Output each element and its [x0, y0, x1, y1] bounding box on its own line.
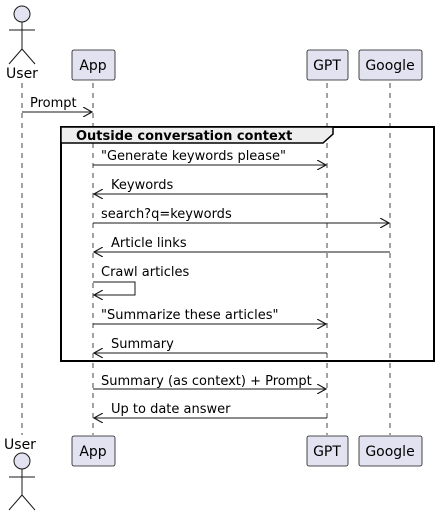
actor-user-icon: [8, 5, 36, 65]
group-header-tab: [60, 126, 334, 144]
participants-top: User App GPT Google: [6, 5, 423, 82]
message-crawl-articles: Crawl articles: [93, 265, 190, 295]
actor-user-icon-bottom: [8, 452, 36, 511]
message-search: search?q=keywords: [93, 207, 389, 223]
participant-label-gpt-bottom: GPT: [313, 444, 341, 460]
lifelines: [21, 83, 391, 435]
participant-gpt-bottom: GPT: [306, 435, 349, 467]
participant-label-gpt: GPT: [313, 58, 341, 74]
group-title: Outside conversation context: [76, 129, 292, 144]
message-up-to-date-answer: Up to date answer: [94, 402, 327, 418]
participant-app-top: App: [71, 49, 116, 81]
message-label: Keywords: [111, 178, 174, 193]
participants-bottom: User App GPT Google: [4, 435, 423, 511]
participant-gpt-top: GPT: [306, 49, 349, 81]
message-prompt: Prompt: [22, 96, 92, 112]
message-keywords: Keywords: [94, 178, 327, 194]
message-label: Crawl articles: [101, 265, 190, 280]
participant-label-user: User: [6, 66, 38, 82]
message-label: "Generate keywords please": [101, 149, 286, 164]
participant-google-top: Google: [358, 49, 423, 81]
message-article-links: Article links: [94, 236, 390, 252]
participant-label-app-bottom: App: [79, 444, 106, 460]
participant-label-google: Google: [365, 58, 414, 74]
participant-google-bottom: Google: [358, 435, 423, 467]
message-summary-context-prompt: Summary (as context) + Prompt: [93, 374, 326, 389]
message-generate-keywords: "Generate keywords please": [93, 149, 326, 165]
message-label: Article links: [111, 236, 187, 251]
message-summarize: "Summarize these articles": [93, 308, 326, 324]
message-label: Prompt: [30, 96, 77, 111]
participant-label-google-bottom: Google: [365, 444, 414, 460]
message-summary: Summary: [94, 337, 327, 353]
participant-label-app: App: [79, 58, 106, 74]
actor-user-bottom: User: [4, 437, 36, 511]
messages: Prompt "Generate keywords please" Keywor…: [22, 96, 390, 418]
message-label: "Summarize these articles": [101, 308, 278, 323]
group-frame: Outside conversation context: [60, 126, 435, 362]
message-label: search?q=keywords: [101, 207, 232, 222]
participant-app-bottom: App: [71, 435, 116, 467]
message-label: Summary (as context) + Prompt: [101, 374, 312, 389]
message-label: Up to date answer: [111, 402, 231, 417]
message-label: Summary: [111, 337, 174, 352]
actor-user-top: User: [6, 5, 38, 82]
participant-label-user-bottom: User: [4, 437, 36, 453]
